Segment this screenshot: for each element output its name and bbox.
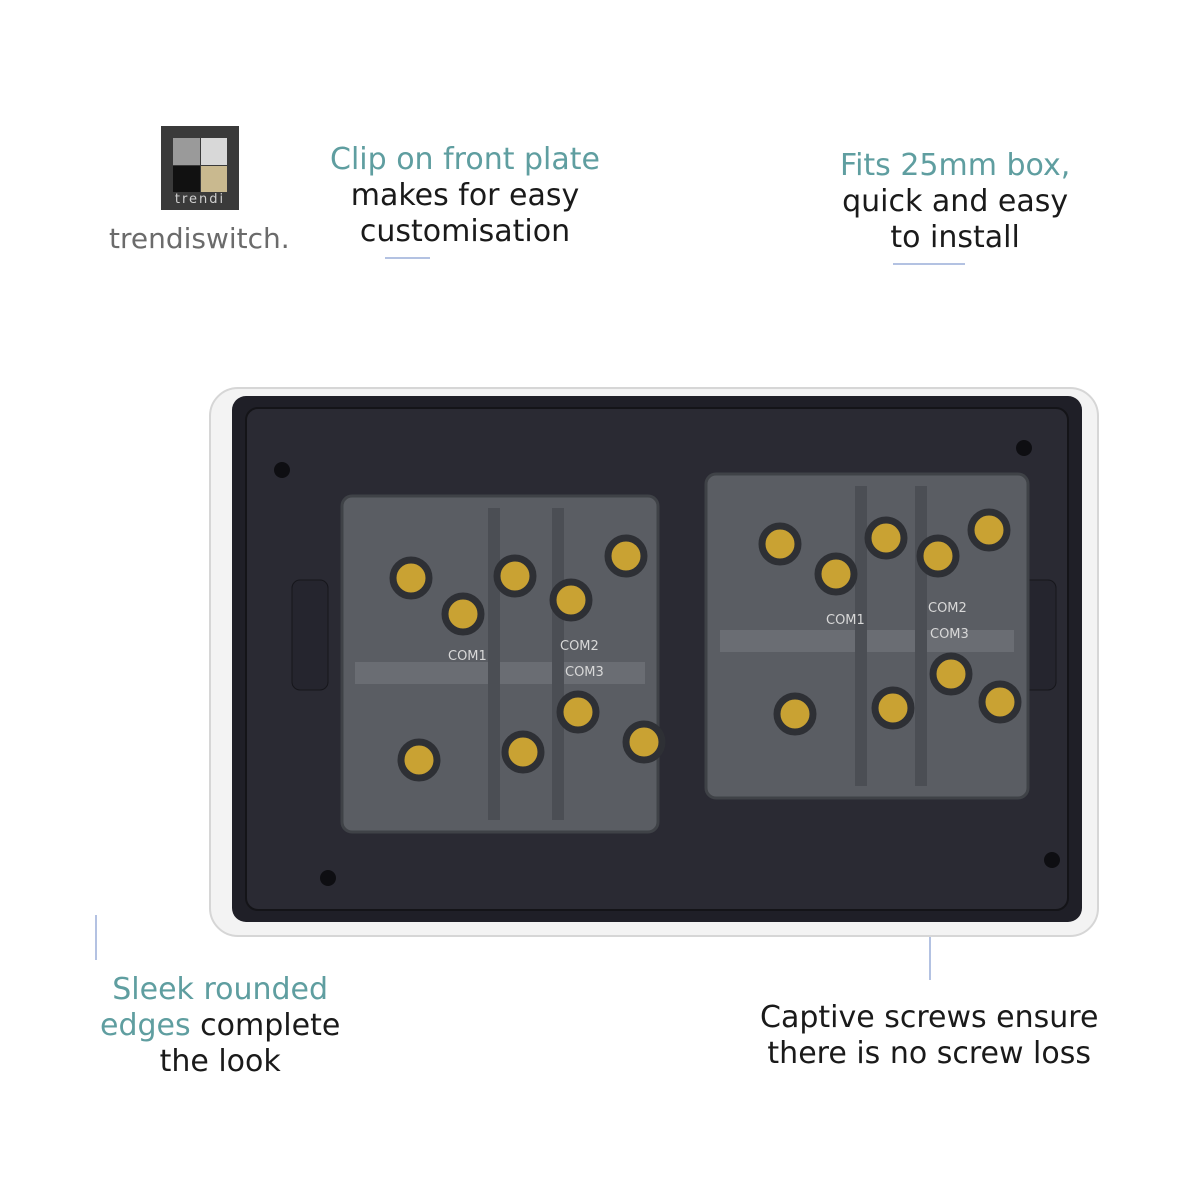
callout-rounded-edges-line2-rest: complete	[190, 1008, 341, 1043]
callout-rounded-edges-highlight-2: edges	[100, 1008, 191, 1043]
svg-text:COM1: COM1	[826, 613, 865, 628]
logo-tile	[201, 166, 227, 192]
callout-fits-box-line3: to install	[890, 220, 1020, 255]
svg-text:COM2: COM2	[560, 639, 599, 654]
callout-captive-screws-line2: there is no screw loss	[767, 1036, 1092, 1071]
logo-tile	[173, 138, 200, 165]
callout-rounded-edges-highlight: Sleek rounded	[112, 972, 329, 1007]
callout-fits-box-line2: quick and easy	[842, 184, 1069, 219]
switch-module-left: COM1 COM2 COM3	[340, 494, 666, 834]
callout-rounded-edges-line3: the look	[159, 1044, 281, 1079]
callout-clip-on-highlight: Clip on front plate	[330, 142, 600, 177]
callout-clip-on-line2: makes for easy	[350, 178, 580, 213]
brand-logo-mark: trendi	[161, 126, 239, 210]
fixing-hole	[1044, 852, 1060, 868]
fixing-hole	[1016, 440, 1032, 456]
svg-text:COM3: COM3	[930, 627, 969, 642]
svg-text:COM1: COM1	[448, 649, 487, 664]
callout-clip-on-line3: customisation	[359, 214, 571, 249]
side-clip	[291, 579, 329, 691]
fixing-hole	[274, 462, 290, 478]
brand-wordmark: trendiswitch.	[109, 222, 290, 255]
callout-clip-on: Clip on front plate makes for easy custo…	[330, 142, 600, 250]
callout-rounded-edges: Sleek rounded edges complete the look	[100, 972, 340, 1080]
svg-text:COM2: COM2	[928, 601, 967, 616]
logo-tile	[201, 138, 227, 165]
callout-fits-box-highlight: Fits 25mm box,	[840, 148, 1071, 183]
callout-fits-box: Fits 25mm box, quick and easy to install	[840, 148, 1070, 256]
callout-captive-screws-line1: Captive screws ensure	[760, 1000, 1099, 1035]
svg-text:COM3: COM3	[565, 665, 604, 680]
callout-captive-screws: Captive screws ensure there is no screw …	[760, 1000, 1098, 1072]
logo-tile	[173, 166, 200, 192]
logo-label: trendi	[174, 192, 226, 207]
fixing-hole	[320, 870, 336, 886]
switch-module-right: COM1 COM2 COM3	[704, 472, 1030, 800]
callout-rounded-edges-line2: edges complete	[100, 1008, 340, 1044]
